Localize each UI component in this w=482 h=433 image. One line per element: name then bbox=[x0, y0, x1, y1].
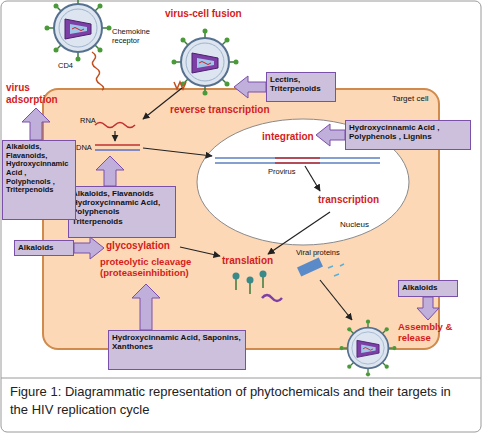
phytochemical-box: Alkaloids bbox=[14, 240, 74, 256]
phytochemical-box: Hydroxycinnamic Acid, Saponins, Xanthone… bbox=[108, 330, 246, 370]
structure-label: Provirus bbox=[268, 168, 296, 177]
phytochemical-box: Hydroxycinnamic Acid , Polyphenols , Lig… bbox=[345, 120, 471, 150]
structure-label: RNA bbox=[80, 117, 96, 126]
phytochemical-box: Lectins, Triterpenoids bbox=[266, 72, 336, 102]
phytochemical-text: Alkaloids bbox=[18, 243, 70, 252]
phytochemical-text: Alkaloids bbox=[402, 283, 454, 292]
phytochemical-text: Hydroxycinnamic Acid , Polyphenols , Lig… bbox=[349, 123, 467, 141]
structure-label: CD4 bbox=[58, 62, 73, 71]
stage-label: reverse transcription bbox=[170, 104, 270, 116]
phytochemical-text: Hydroxycinnamic Acid, Saponins, Xanthone… bbox=[112, 333, 242, 351]
stage-label: translation bbox=[222, 255, 273, 267]
phytochemical-box: Alkaloids, Flavanoids Hydroxycinnamic Ac… bbox=[68, 186, 176, 238]
structure-label: Viral proteins bbox=[296, 249, 340, 258]
structure-label: DNA bbox=[76, 144, 92, 153]
phytochemical-text: Alkaloids, Flavanoids, Hydroxycinnamic A… bbox=[6, 143, 72, 195]
figure-caption: Figure 1: Diagrammatic representation of… bbox=[10, 383, 472, 418]
stage-label: Assembly & release bbox=[398, 322, 462, 344]
stage-label: virus adsorption bbox=[6, 82, 66, 105]
region-label: Target cell bbox=[392, 94, 428, 103]
phytochemical-box: Alkaloids, Flavanoids, Hydroxycinnamic A… bbox=[2, 140, 76, 220]
phytochemical-box: Alkaloids bbox=[398, 280, 458, 297]
stage-label: proteolytic cleavage (proteaseinhibition… bbox=[100, 257, 222, 279]
phytochemical-text: Alkaloids, Flavanoids Hydroxycinnamic Ac… bbox=[72, 189, 172, 226]
caption-rule bbox=[1, 378, 481, 379]
stage-label: integration bbox=[262, 131, 314, 143]
stage-label: glycosylation bbox=[106, 240, 170, 252]
phytochemical-text: Lectins, Triterpenoids bbox=[270, 75, 332, 93]
structure-label: Chemokine receptor bbox=[112, 28, 160, 45]
region-label: Nucleus bbox=[340, 220, 369, 229]
stage-label: transcription bbox=[318, 194, 379, 206]
nucleus-shape bbox=[197, 119, 409, 245]
receptors bbox=[92, 52, 186, 90]
stage-label: virus-cell fusion bbox=[165, 8, 242, 20]
